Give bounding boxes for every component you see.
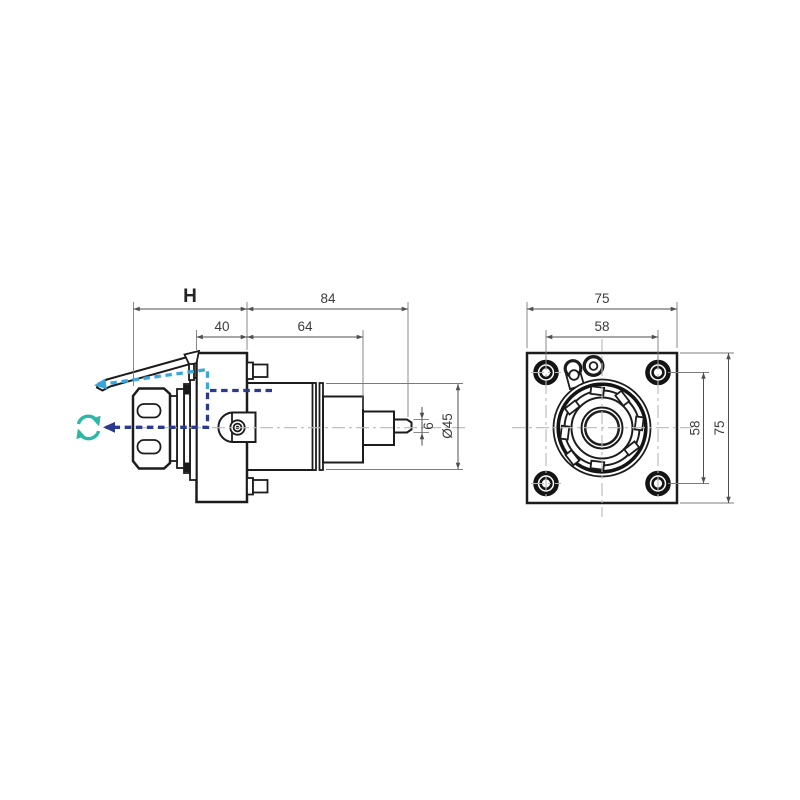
shaft-tip [393, 418, 413, 434]
pin-hole [588, 361, 599, 371]
front-centerlines [512, 339, 692, 517]
bore-outer-circle [580, 406, 624, 450]
grease-fitting [563, 355, 605, 391]
spacer-ring [189, 377, 198, 481]
rotation-arc-top [76, 414, 101, 427]
side-view: H 84 40 64 Ø45 6 [76, 286, 466, 504]
flange-bolt-top [246, 361, 269, 380]
dim-label-75-right: 75 [712, 420, 727, 435]
nut-notch [564, 449, 581, 467]
dimension-40: 40 [196, 319, 247, 350]
front-view: 75 58 58 75 [512, 291, 734, 517]
lever-pivot-head [183, 349, 201, 367]
nut-notch [559, 424, 571, 441]
rotation-arc-bottom [76, 428, 101, 441]
dimension-6: 6 [413, 407, 436, 446]
dimension-75-right: 75 [680, 352, 734, 504]
dim-label-64: 64 [297, 319, 313, 334]
bolt-head [252, 479, 269, 494]
dimension-75-top: 75 [526, 291, 678, 348]
fitting-ball [568, 369, 580, 381]
dim-label-h: H [183, 286, 197, 307]
ring-key-top [183, 385, 191, 395]
dim-label-dia45: Ø45 [440, 413, 455, 439]
coolant-internal-arrow-icon [102, 388, 272, 433]
ring-key-bottom [183, 462, 191, 472]
nut-wrench-slot [136, 403, 162, 419]
nut-wrench-slot [136, 439, 162, 455]
body-cylinder-small [322, 395, 364, 464]
spindle-body [246, 382, 413, 471]
dimension-dia45: Ø45 [326, 383, 463, 470]
nut-notches [559, 385, 645, 471]
coolant-external-arrow-icon [93, 367, 210, 390]
nut-notch [623, 440, 641, 457]
rotation-arrow-icon [76, 414, 101, 441]
dimension-84: 84 [247, 291, 409, 417]
dimension-58-right: 58 [668, 372, 709, 484]
spacer-rings [169, 377, 198, 481]
body-cylinder [246, 382, 314, 471]
dim-label-58-top: 58 [594, 319, 609, 334]
dimension-58-top: 58 [545, 319, 659, 363]
flange-bolt-bottom [246, 477, 269, 496]
dim-label-6: 6 [421, 422, 436, 430]
nut-notch [589, 385, 606, 397]
dim-label-75-top: 75 [594, 291, 609, 306]
dimension-h: H [133, 286, 248, 386]
dimension-64: 64 [247, 319, 364, 409]
dim-label-58-right: 58 [688, 420, 703, 435]
dim-label-40: 40 [214, 319, 229, 334]
nut-notch [614, 389, 631, 407]
nut-notch [563, 399, 581, 416]
body-ring-groove [311, 382, 317, 471]
bolt-head [252, 363, 269, 378]
dim-label-84: 84 [320, 291, 336, 306]
nut-notch [633, 415, 645, 432]
nut-notch [589, 459, 606, 471]
